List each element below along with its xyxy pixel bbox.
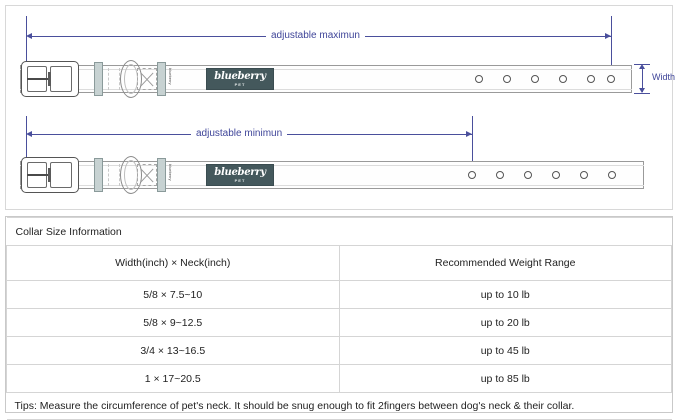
dim-arrow-max-right	[605, 33, 611, 39]
collar-diagram-panel: adjustable maximun blueberry blueberry P…	[5, 5, 676, 210]
cell-weight: up to 20 lb	[338, 308, 672, 337]
cell-size: 3/4 × 13~16.5	[6, 336, 340, 365]
tips-text: Tips: Measure the circumference of pet's…	[6, 392, 672, 420]
ext-line-min-left	[26, 116, 27, 168]
buckle-hole	[524, 171, 532, 179]
buckle-hole	[559, 75, 567, 83]
width-tick-top	[634, 64, 650, 65]
keeper-brand-text-max: blueberry	[168, 68, 173, 85]
table-row: 1 × 17~20.5 up to 85 lb	[6, 364, 672, 393]
cell-weight: up to 10 lb	[338, 280, 672, 309]
keeper-loop-1-min	[94, 158, 103, 192]
table-row: 3/4 × 13~16.5 up to 45 lb	[6, 336, 672, 365]
d-ring-min	[120, 156, 142, 194]
d-ring-max	[120, 60, 142, 98]
strap-seam-max-bottom	[20, 89, 632, 90]
table-row: 5/8 × 7.5~10 up to 10 lb	[6, 280, 672, 309]
buckle-prong-min	[48, 168, 51, 182]
brand-sub-min: PET	[234, 177, 246, 183]
stitch-line-max-a	[108, 68, 109, 90]
keeper-brand-text-min: blueberry	[168, 164, 173, 181]
table-row: 5/8 × 9~12.5 up to 20 lb	[6, 308, 672, 337]
cell-size: 5/8 × 7.5~10	[6, 280, 340, 309]
column-header-weight: Recommended Weight Range	[338, 245, 672, 281]
keeper-loop-1-max	[94, 62, 103, 96]
buckle-crossbar-min	[27, 174, 49, 176]
d-ring-inner-min	[124, 160, 138, 190]
table-header-row: Width(inch) × Neck(inch) Recommended Wei…	[6, 245, 672, 281]
buckle-hole	[580, 171, 588, 179]
buckle-crossbar-max	[27, 78, 49, 80]
buckle-hole	[503, 75, 511, 83]
cell-weight: up to 85 lb	[338, 364, 672, 393]
dim-arrow-max-left	[26, 33, 32, 39]
stitch-x-box-max	[137, 68, 157, 90]
dim-label-min: adjustable minimun	[191, 128, 288, 139]
width-arrow-down	[639, 88, 645, 93]
brand-name-min: blueberry	[214, 166, 266, 178]
brand-sub-max: PET	[234, 81, 246, 87]
cell-size: 5/8 × 9~12.5	[6, 308, 340, 337]
buckle-prong-max	[48, 72, 51, 86]
table-title: Collar Size Information	[6, 217, 672, 246]
keeper-loop-2-min	[157, 158, 166, 192]
buckle-hole	[552, 171, 560, 179]
brand-tag-min: blueberry PET	[206, 164, 274, 186]
buckle-hole	[475, 75, 483, 83]
width-tick-bottom	[634, 93, 650, 94]
strap-seam-min-bottom	[20, 185, 644, 186]
stitch-line-min-a	[108, 164, 109, 186]
stitch-x-box-min	[137, 164, 157, 186]
ext-line-min-right	[472, 116, 473, 188]
dim-arrow-min-left	[26, 131, 32, 137]
cell-weight: up to 45 lb	[338, 336, 672, 365]
width-label: Width	[652, 72, 676, 82]
table-tips-row: Tips: Measure the circumference of pet's…	[6, 392, 672, 420]
buckle-hole	[531, 75, 539, 83]
buckle-hole	[468, 171, 476, 179]
collar-size-table-panel: Collar Size Information Width(inch) × Ne…	[5, 216, 673, 420]
strap-seam-min-top	[20, 165, 644, 166]
ext-line-max-left	[26, 16, 27, 68]
buckle-tongue-plate-max	[50, 66, 72, 92]
width-dim-line	[642, 66, 643, 92]
stitch-line-max-b	[119, 68, 120, 90]
collar-size-table: Collar Size Information Width(inch) × Ne…	[6, 217, 672, 420]
buckle-hole	[587, 75, 595, 83]
dim-label-max: adjustable maximun	[266, 30, 365, 41]
stitch-line-min-b	[119, 164, 120, 186]
brand-name-max: blueberry	[214, 70, 266, 82]
table-title-row: Collar Size Information	[6, 217, 672, 246]
buckle-hole	[607, 75, 615, 83]
ext-line-max-right	[611, 16, 612, 88]
d-ring-inner-max	[124, 64, 138, 94]
strap-seam-max-top	[20, 69, 632, 70]
dim-arrow-min-right	[466, 131, 472, 137]
cell-size: 1 × 17~20.5	[6, 364, 340, 393]
column-header-size: Width(inch) × Neck(inch)	[6, 245, 340, 281]
brand-tag-max: blueberry PET	[206, 68, 274, 90]
buckle-hole	[496, 171, 504, 179]
buckle-tongue-plate-min	[50, 162, 72, 188]
width-arrow-up	[639, 64, 645, 69]
buckle-hole	[608, 171, 616, 179]
keeper-loop-2-max	[157, 62, 166, 96]
